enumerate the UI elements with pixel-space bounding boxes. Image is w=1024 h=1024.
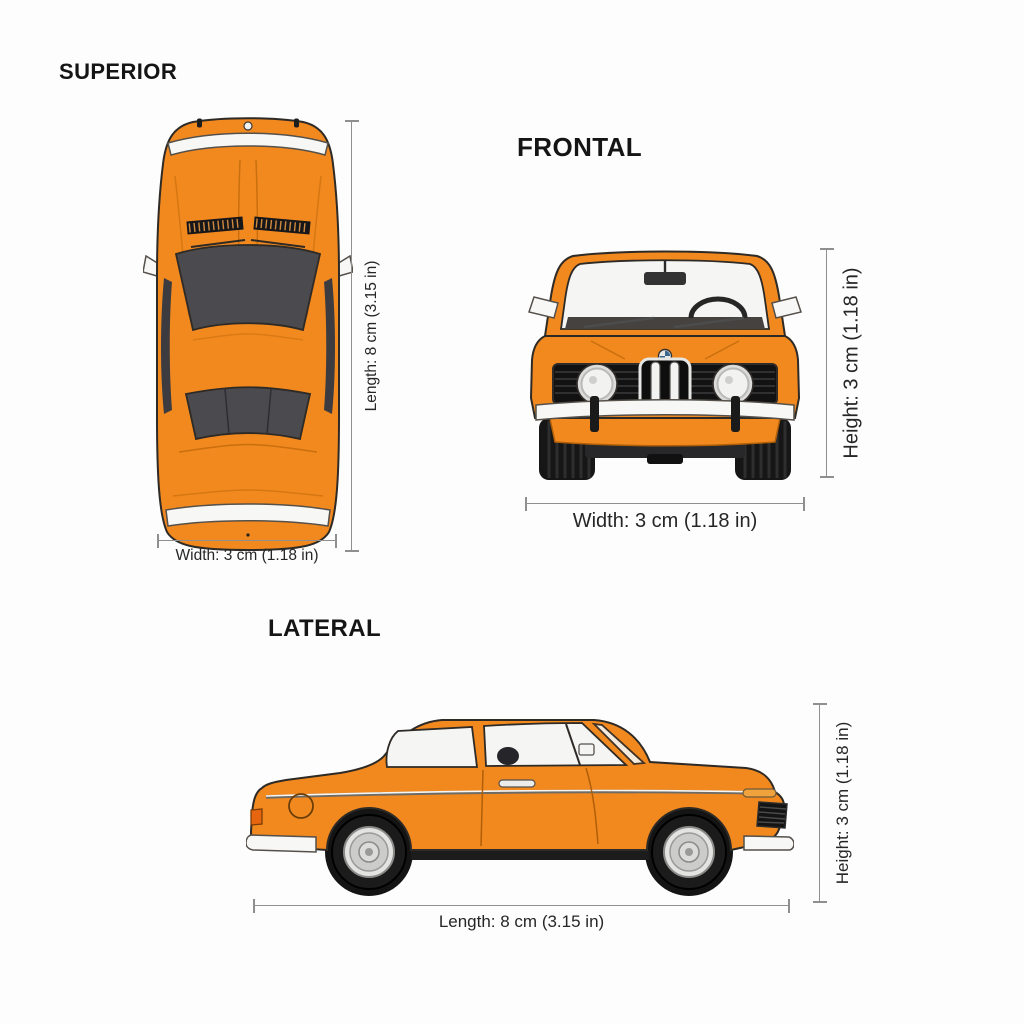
hood-creases-front [590,340,740,360]
bumper-guard-left [590,396,599,432]
dimension-line [813,703,827,903]
dimension-line [157,534,337,548]
exhaust-shadow [647,454,683,464]
windshield-side [591,722,647,765]
lateral-view-title: LATERAL [268,615,382,642]
superior-view-title: SUPERIOR [59,59,178,84]
turn-signal [742,788,777,798]
front-left-nub [197,118,202,128]
rearview-mirror [644,272,686,285]
front-right-nub [294,118,299,128]
quarter-window [385,726,479,768]
steering-wheel [688,296,748,319]
door-seam-front [585,767,599,845]
side-trim-chrome [265,789,763,797]
bumper-guard-right [731,396,740,432]
dimension-line [253,899,790,913]
car-top-view [143,117,353,552]
windshield-top-view [174,244,322,332]
dashboard [565,317,765,329]
cowl-vents [186,216,311,235]
side-grille [756,801,788,829]
right-side-window-top [324,278,335,414]
windshield-front [559,259,771,330]
side-trim-shadow [265,789,763,799]
rocker-shadow [411,851,649,860]
lateral-view-drawing [246,719,794,896]
front-bumper-side [743,835,794,851]
side-mirror [578,743,595,756]
rear-center-dot [246,533,250,537]
hood-emblem [243,121,253,131]
front-wheel [651,814,727,890]
front-bumper-top [167,132,329,156]
wipers-top [190,239,306,248]
wipers-front [583,316,745,329]
dimension-line [525,497,805,511]
front-valance [548,413,782,447]
frontal-width-label: Width: 3 cm (1.18 in) [572,510,758,532]
headlight-left [576,363,618,405]
tail-light [250,808,263,826]
dimension-line [820,248,834,478]
superior-width-label: Width: 3 cm (1.18 in) [175,547,319,564]
lateral-height-label: Height: 3 cm (1.18 in) [833,721,852,885]
superior-width-dimension: Width: 3 cm (1.18 in) [157,534,337,565]
car-front-view [528,250,802,480]
frontal-height-label: Height: 3 cm (1.18 in) [840,267,863,459]
headrest [497,747,519,765]
fuel-cap [288,793,314,819]
rear-wheel [331,814,407,890]
lateral-length-label: Length: 8 cm (3.15 in) [438,912,605,931]
rear-bumper-side [246,834,317,853]
trunk-seam-2 [172,489,324,497]
left-mirror-front [528,296,559,319]
headlight-right [712,363,754,405]
door-handle [498,779,536,788]
door-seam-rear [480,769,484,847]
vent-divider [565,723,581,766]
frontal-view-title: FRONTAL [517,132,643,162]
dimension-line [345,120,359,552]
frontal-width-dimension: Width: 3 cm (1.18 in) [525,497,805,533]
car-side-view [246,719,794,896]
frontal-view-drawing [528,250,802,480]
front-bumper [535,399,795,421]
kidney-grille [638,357,692,411]
left-side-window-top [161,278,172,414]
superior-length-label: Length: 8 cm (3.15 in) [363,260,380,412]
trunk-seam [178,443,318,453]
right-mirror-front [771,296,802,319]
rear-window-top [184,386,312,441]
lateral-length-dimension: Length: 8 cm (3.15 in) [253,899,790,932]
roof-line [192,333,304,341]
superior-view-drawing [143,117,353,552]
rear-bumper-top [165,503,331,527]
